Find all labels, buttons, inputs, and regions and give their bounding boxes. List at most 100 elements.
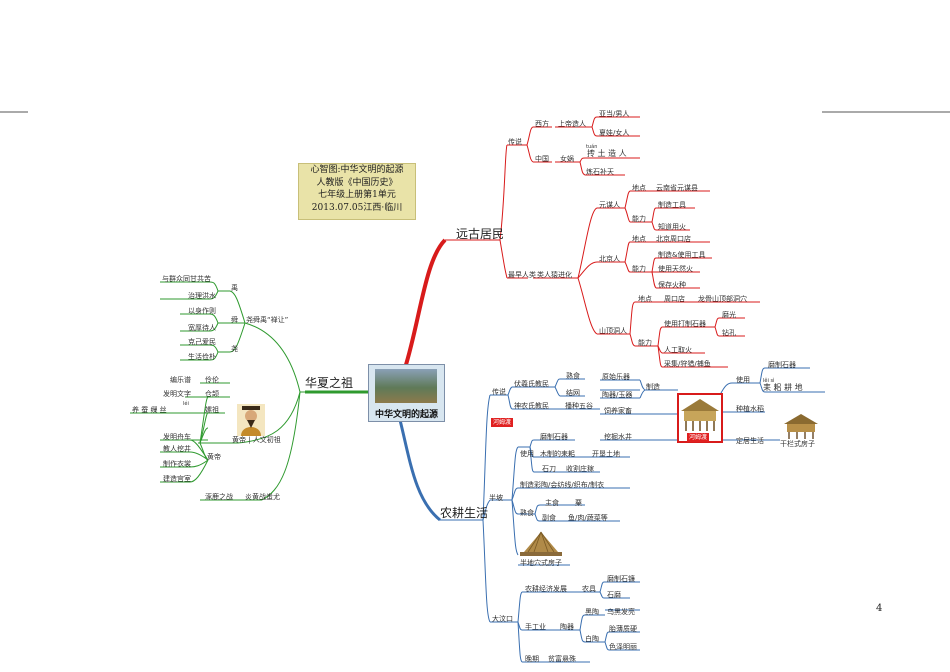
hx-yao-1: 克己爱民 [188, 338, 216, 346]
yg-shangdi: 上帝造人 [558, 120, 586, 128]
page-number: 4 [876, 603, 883, 614]
yg-yadang: 亚当/男人 [599, 110, 630, 118]
yg-xifang: 西方 [535, 120, 549, 128]
yg-lianshi: 炼石补天 [586, 168, 614, 176]
ganlan-house-image [784, 414, 818, 439]
hx-leizu: 嫘祖 [205, 406, 219, 414]
ng-heitao-1: 乌黑发亮 [607, 608, 635, 616]
yg-zuizao: 最早人类 [508, 271, 536, 279]
ng-yuanshi: 原始乐器 [602, 373, 630, 381]
yg-tuantu: 抟 土 造 人 [587, 149, 627, 158]
central-topic: 中华文明的起源 [368, 364, 445, 422]
ng-bp-fushi: 副食 [542, 514, 556, 522]
hx-yanhuang: 炎黄战蚩尤 [245, 493, 280, 501]
hx-yu: 禹 [231, 284, 238, 292]
ng-dingju: 定居生活 [736, 437, 764, 445]
yg-nvwa: 女娲 [560, 155, 574, 163]
yg-bj-baocun: 保存火种 [658, 281, 686, 289]
ng-bowu: 播种五谷 [565, 402, 593, 410]
yg-ym-nengli: 能力 [632, 215, 646, 223]
ng-siyang: 饲养家畜 [604, 407, 632, 415]
title-box: 心智图:中华文明的起源 人教版《中国历史》 七年级上册第1单元 2013.07.… [298, 163, 416, 220]
yuangu-connectors [445, 116, 760, 368]
hx-lei-pinyin: léi [183, 401, 189, 407]
ng-bp-mu: 木制的耒耜 [540, 450, 575, 458]
ng-pinfu: 贫富悬殊 [548, 655, 576, 663]
ng-taoqi: 陶器/玉器 [602, 391, 633, 399]
hx-linglun: 伶伦 [205, 376, 219, 384]
ng-jiewang: 结网 [566, 389, 580, 397]
ng-bp-zhushi: 主食 [545, 499, 559, 507]
yg-bj-tianran: 使用天然火 [658, 265, 693, 273]
hx-cangjie: 仓颉 [205, 390, 219, 398]
hx-hd-3: 制作衣裳 [163, 460, 191, 468]
ng-shimo: 石磨 [607, 591, 621, 599]
branch-nonggeng-line [398, 419, 441, 522]
hx-hd-2: 教人挖井 [163, 445, 191, 453]
central-topic-label: 中华文明的起源 [374, 410, 438, 420]
yg-sd-place: 周口店 [664, 295, 685, 303]
ng-bp-shouge: 收割庄稼 [566, 465, 594, 473]
hx-renwen: 黄帝 | 人文初祖 [232, 436, 281, 444]
hx-yao: 尧 [231, 345, 238, 353]
ng-bp-shiyong: 使用 [520, 450, 534, 458]
ng-shennong: 神农氏教民 [514, 402, 549, 410]
ng-heitao: 黑陶 [585, 608, 599, 616]
banxue-house-image [520, 531, 562, 556]
branch-yuangu-line [403, 238, 447, 369]
yg-leiren: 类人猿进化 [537, 271, 572, 279]
hx-yu-1: 与群众同甘共苦 [162, 275, 211, 283]
yg-chuanshuo: 传说 [508, 138, 522, 146]
yg-sd-caiji: 采集/狩猎/捕鱼 [664, 360, 711, 368]
hx-yangcan: 养 蚕 缫 丝 [132, 406, 167, 414]
huaxia-connectors [130, 281, 305, 501]
hx-yu-2: 治理洪水 [188, 292, 216, 300]
ng-bp-yu: 鱼/肉/蔬菜等 [568, 514, 608, 522]
hx-huangdi: 黄帝 [207, 453, 221, 461]
ng-zhongzhi: 种植水稻 [736, 405, 764, 413]
ng-nongju: 农具 [582, 585, 596, 593]
ng-baitao-2: 色泽明丽 [609, 643, 637, 651]
yg-bj-didian: 地点 [632, 235, 646, 243]
yg-ym-place: 云南省元谋县 [656, 184, 698, 192]
ng-banpo: 半坡 [489, 494, 503, 502]
ng-banxue: 半地穴式房子 [520, 559, 562, 567]
yg-ym-didian: 地点 [632, 184, 646, 192]
yg-sd-nengli: 能力 [638, 339, 652, 347]
branch-yuangu: 远古居民 [456, 227, 505, 241]
yg-bj-place: 北京周口店 [656, 235, 691, 243]
ng-baitao: 白陶 [585, 635, 599, 643]
yg-yuanmou: 元谋人 [599, 201, 620, 209]
ng-bp-su: 粟 [575, 499, 582, 507]
ng-bp-mozhi: 磨制石器 [540, 433, 568, 441]
ng-hemudu-tag: 河姆渡 [491, 418, 514, 427]
hx-zhuolu: 涿鹿之战 [205, 493, 233, 501]
yg-sd-moguang: 磨光 [722, 311, 736, 319]
hx-hd-1: 发明舟车 [163, 433, 191, 441]
yg-beijing: 北京人 [599, 255, 620, 263]
ng-bp-zhizao: 制造彩陶/会纺线/织布/制衣 [520, 481, 605, 489]
ng-baitao-1: 胎薄质硬 [609, 625, 637, 633]
ng-bp-kaiken: 开垦土地 [592, 450, 620, 458]
yg-bj-zhizao: 制造&使用工具 [658, 251, 706, 259]
ng-nongjing: 农耕经济发展 [525, 585, 567, 593]
ng-dawenkou: 大汶口 [492, 615, 513, 623]
ng-bp-shidao: 石刀 [542, 465, 556, 473]
yg-shanding: 山顶洞人 [599, 327, 627, 335]
hx-yao-shanrang: 尧舜禹“禅让” [246, 316, 289, 324]
title-line-4: 2013.07.05江西·临川 [311, 202, 403, 213]
yg-ym-huo: 知道用火 [658, 223, 686, 231]
ng-mozhi: 磨制石器 [768, 361, 796, 369]
yg-sd-dazhi: 使用打制石器 [664, 320, 706, 328]
yg-sd-quhuo: 人工取火 [664, 346, 692, 354]
nonggeng-connectors [440, 367, 825, 663]
ng-shougong: 手工业 [525, 623, 546, 631]
ng-bp-shushi: 熟食 [520, 509, 534, 517]
title-line-3: 七年级上册第1单元 [318, 190, 396, 200]
hx-yao-2: 生活俭朴 [188, 353, 216, 361]
ng-shushi: 熟食 [566, 372, 580, 380]
ng-si-pinyin: lěi sì [763, 378, 775, 384]
title-line-2: 人教版《中国历史》 [316, 177, 398, 188]
